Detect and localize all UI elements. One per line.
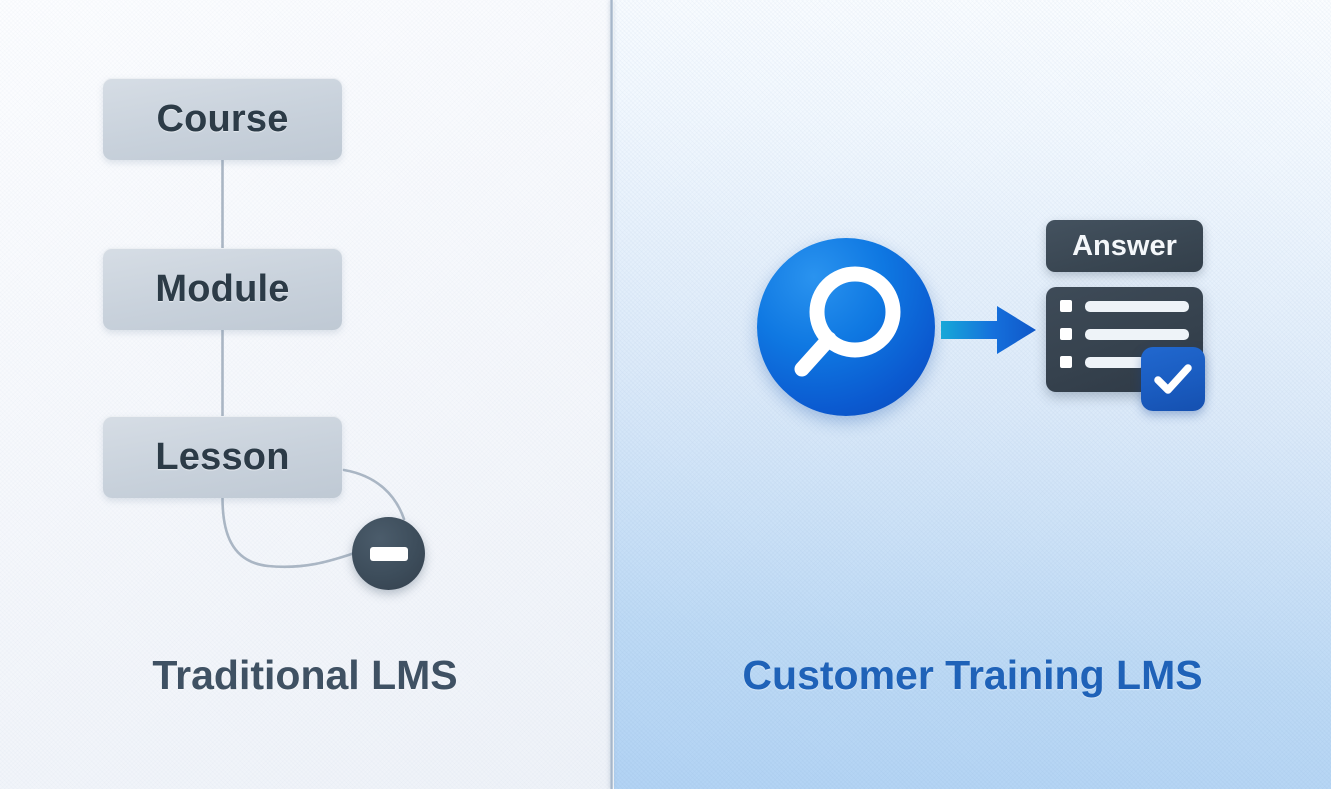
- flow-box-lesson[interactable]: Lesson: [103, 416, 342, 498]
- list-line: [1085, 328, 1189, 340]
- list-item: [1060, 356, 1189, 368]
- flow-box-module-label: Module: [155, 268, 290, 310]
- flow-box-module[interactable]: Module: [103, 248, 342, 330]
- square-bullet-icon: [1060, 356, 1072, 368]
- list-line: [1085, 356, 1145, 368]
- answer-badge[interactable]: Answer: [1046, 220, 1203, 272]
- traditional-lms-caption: Traditional LMS: [152, 652, 458, 698]
- customer-training-lms-caption: Customer Training LMS: [742, 652, 1203, 698]
- square-bullet-icon: [1060, 300, 1072, 312]
- list-item: [1060, 300, 1189, 312]
- square-bullet-icon: [1060, 328, 1072, 340]
- list-line: [1085, 300, 1189, 312]
- flow-box-course-label: Course: [156, 98, 289, 140]
- answer-badge-label: Answer: [1072, 229, 1177, 262]
- flow-box-course[interactable]: Course: [103, 78, 342, 160]
- list-item: [1060, 328, 1189, 340]
- search-magnifier-icon[interactable]: [757, 238, 935, 416]
- check-glyph: [1154, 364, 1192, 394]
- minus-circle-icon[interactable]: [352, 517, 425, 590]
- panel-divider: [610, 0, 613, 789]
- minus-glyph: [369, 546, 408, 561]
- arrow-right-icon: [941, 306, 1036, 354]
- flow-connectors: [221, 160, 406, 569]
- flow-box-lesson-label: Lesson: [155, 436, 290, 478]
- check-mark-icon[interactable]: [1141, 347, 1205, 411]
- search-glyph: [794, 266, 901, 377]
